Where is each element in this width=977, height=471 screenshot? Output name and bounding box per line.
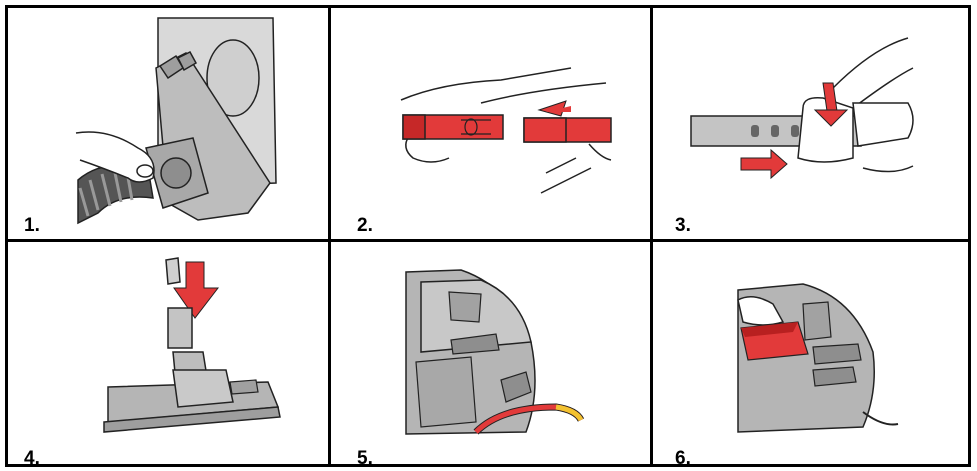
instruction-grid: 1. 2. <box>5 5 971 470</box>
step-5-panel: 5. <box>331 242 650 470</box>
step-5-number: 5. <box>357 448 373 469</box>
column-divider-1 <box>328 8 331 464</box>
step-4-panel: 4. <box>8 242 328 470</box>
step-3-panel: 3. <box>653 8 971 239</box>
step-4-number: 4. <box>24 448 40 469</box>
step-1-panel: 1. <box>8 8 328 239</box>
step-2-number: 2. <box>357 215 373 236</box>
filter-cover-icon <box>737 283 899 433</box>
floor-nozzle-icon <box>103 257 281 433</box>
column-divider-2 <box>650 8 653 464</box>
row-divider <box>8 239 968 242</box>
hose-connect-icon <box>75 17 277 225</box>
step-3-number: 3. <box>675 215 691 236</box>
step-1-number: 1. <box>24 215 40 236</box>
step-6-number: 6. <box>675 448 691 469</box>
tube-join-icon <box>400 67 612 194</box>
cord-rewind-icon <box>405 269 585 435</box>
step-6-panel: 6. <box>653 242 971 470</box>
tube-adjust-icon <box>690 37 914 180</box>
step-2-panel: 2. <box>331 8 650 239</box>
